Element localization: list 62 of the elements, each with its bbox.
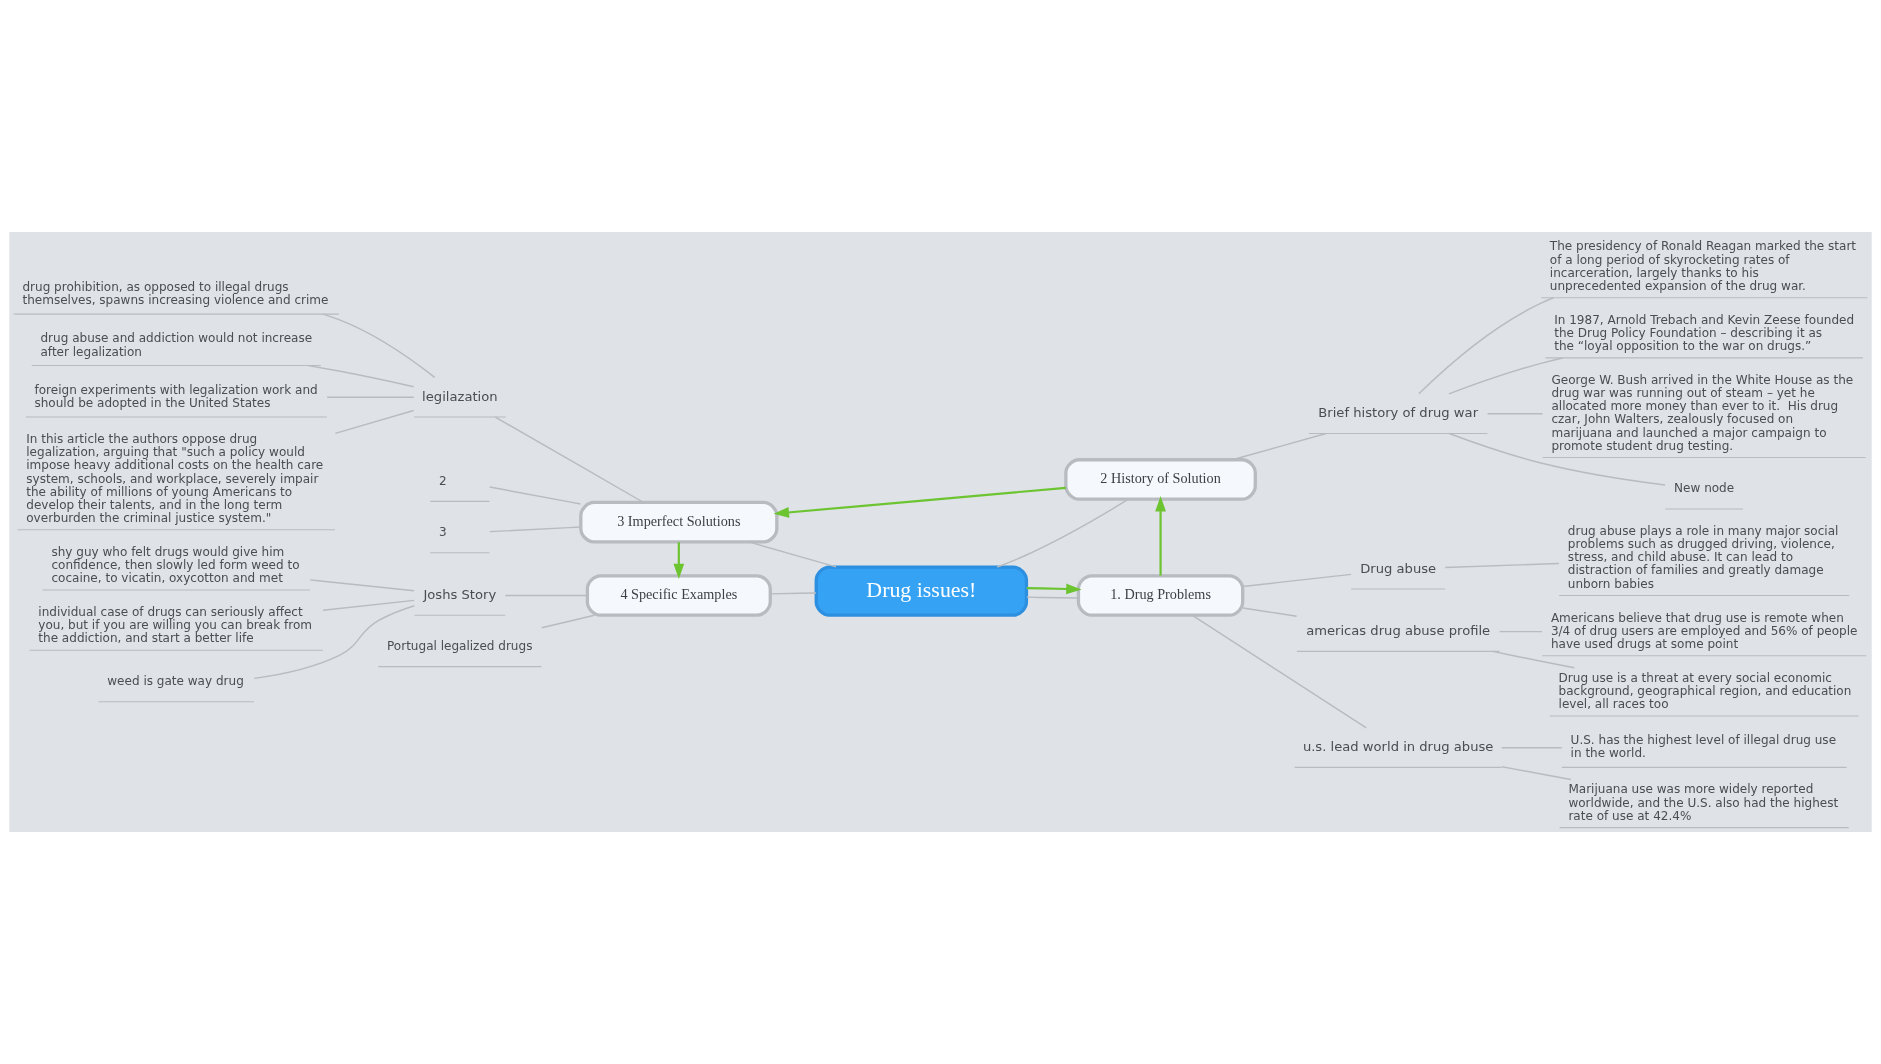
connector [1486, 413, 1544, 415]
node-text: Drug abuse [1360, 560, 1437, 576]
node-text: legilazation [422, 388, 498, 404]
node-box: 1. Drug Problems [1076, 574, 1245, 617]
node-text: shy guy who felt drugs would give him confidence, then slowly led form weed to cocaine, to vicatin, oxycotton and met [51, 544, 300, 586]
node-text: drug abuse plays a role in many major social problems such as drugged driving, violence, stress, and child abuse. It can lead to distraction of families and greatly damage unborn babies [1567, 524, 1839, 591]
connector [1242, 607, 1298, 617]
connector [1191, 614, 1367, 729]
node-text: drug prohibition, as opposed to illegal drugs themselves, spawns increasing violence and crime [22, 279, 329, 308]
connector [326, 396, 415, 399]
node-text: Brief history of drug war [1318, 405, 1479, 421]
node-text: Portugal legalized drugs [387, 639, 533, 654]
connector [504, 594, 588, 597]
connector [322, 599, 415, 611]
node-text: In this article the authors oppose drug legalization, arguing that "such a policy would impose heavy additional costs on the health care system, schools, and workplace, severely impair the ability of millions of young Americans to develop their talents, and in the long term overburden the criminal justice system." [26, 432, 324, 525]
node-text: 3 [439, 525, 447, 540]
connector [334, 409, 415, 435]
connector [1498, 630, 1543, 633]
connector [309, 579, 415, 592]
node-text: americas drug abuse profile [1306, 623, 1491, 639]
node-box: 3 Imperfect Solutions [579, 500, 779, 544]
connector [769, 592, 817, 595]
node-text: 2 [439, 473, 447, 488]
arrow [673, 542, 685, 580]
node-text: foreign experiments with legalization work and should be adopted in the United States [34, 382, 318, 410]
node-text: Drug use is a threat at every social economic background, geographical region, and education level, all races too [1558, 670, 1852, 712]
connector [1448, 432, 1666, 486]
connector [1501, 766, 1572, 781]
connector [1444, 562, 1560, 569]
node-text: George W. Bush arrived in the White House as the drug war was running out of steam – yet he allocated more money than ever to it. His drug czar, John Walters, zealously focused on marijuana and launched a major campaign to promote student drug testing. [1551, 372, 1854, 453]
connector [996, 498, 1129, 568]
node-text: weed is gate way drug [107, 674, 244, 689]
connector [1501, 747, 1563, 749]
connector [540, 614, 596, 629]
node-text: The presidency of Ronald Reagan marked the start of a long period of skyrocketing rates of incarceration, largely thanks to his unprecedented expansion of the drug war. [1549, 239, 1857, 293]
connector [1242, 573, 1352, 588]
connector [489, 526, 582, 533]
connector [1026, 596, 1079, 599]
connector [1491, 650, 1576, 669]
connector [322, 313, 436, 379]
node-box: 4 Specific Examples [585, 574, 772, 617]
connector [1418, 297, 1555, 395]
connector [1448, 357, 1564, 395]
connector [307, 364, 415, 388]
connector [748, 541, 837, 568]
node-text: Marijuana use was more widely reported worldwide, and the U.S. also had the highest rate of use at 42.4% [1568, 782, 1839, 823]
node-box: Drug issues! [814, 565, 1029, 617]
arrow [1155, 496, 1166, 576]
node-text: In 1987, Arnold Trebach and Kevin Zeese founded the Drug Policy Foundation – describing it as the “loyal opposition to the war on drugs.” [1554, 312, 1855, 354]
connector [253, 605, 416, 680]
connector [489, 486, 582, 505]
connector [494, 416, 644, 503]
node-text: U.S. has the highest level of illegal drug use in the world. [1570, 733, 1837, 761]
arrow [773, 486, 1066, 518]
node-text: Americans believe that drug use is remote when 3/4 of drug users are employed and 56% of people have used drugs at some point [1550, 610, 1858, 651]
node-text: individual case of drugs can seriously affect you, but if you are willing you can break from the addiction, and start a better life [38, 605, 313, 646]
arrow [1026, 583, 1082, 595]
node-text: Joshs Story [423, 586, 497, 602]
node-box: 2 History of Solution [1064, 458, 1257, 501]
node-text: u.s. lead world in drug abuse [1302, 739, 1494, 755]
node-text: drug abuse and addiction would not increase after legalization [40, 331, 313, 359]
node-text: New node [1674, 481, 1735, 496]
